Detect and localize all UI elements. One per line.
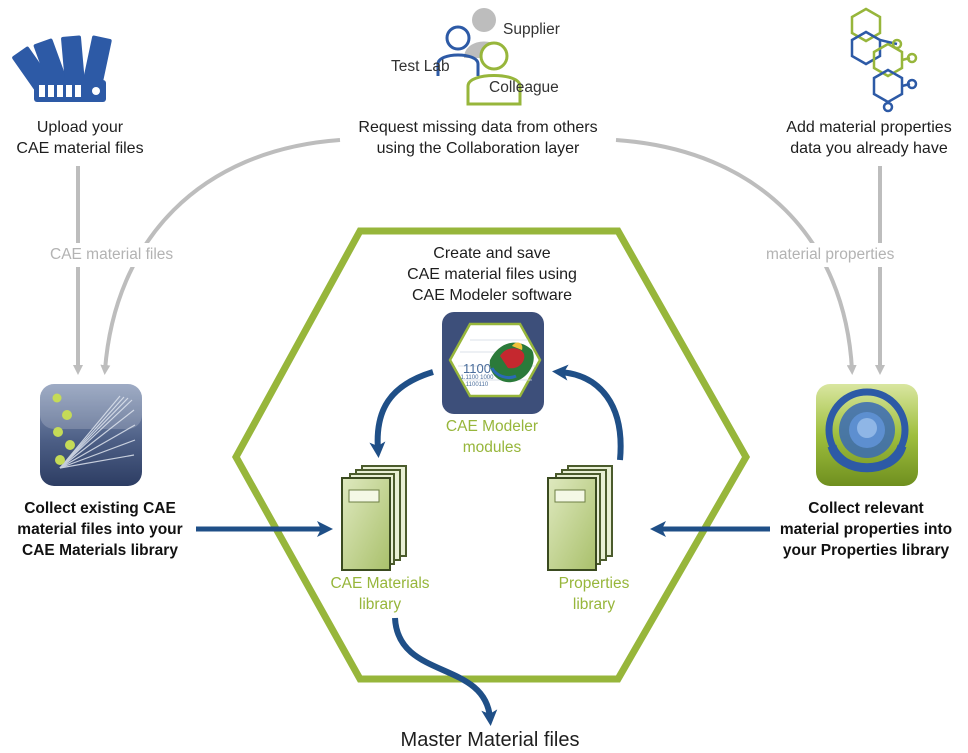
request-label-line-2: using the Collaboration layer [376, 140, 580, 157]
collect-props-line-3: your Properties library [782, 542, 950, 559]
arrow-modeler-to-cae [369, 369, 434, 458]
collect-cae-label: Collect existing CAE material files into… [0, 498, 200, 561]
props-library-line-2: library [572, 596, 616, 613]
test-lab-label: Test Lab [391, 58, 450, 75]
thumb-line-1: 1100 [463, 361, 491, 376]
hexagon-boundary [231, 227, 751, 683]
modeler-label-line-1: CAE Modeler [445, 418, 539, 435]
arrow-props-to-modeler [552, 364, 624, 461]
upload-label-line-2: CAE material files [16, 140, 144, 157]
collect-props-line-1: Collect relevant [808, 500, 924, 517]
properties-app-icon [816, 384, 918, 486]
cae-modeler-thumbnail-icon [442, 312, 544, 414]
collect-cae-line-2: material files into your [17, 521, 183, 538]
add-label-line-2: data you already have [790, 140, 948, 157]
colleague-label: Colleague [489, 79, 559, 96]
cae-material-files-tag: CAE material files [44, 243, 180, 267]
cae-library-line-1: CAE Materials [330, 575, 430, 592]
properties-library-label: Properties library [524, 573, 664, 615]
modeler-thumb-text: 1100 1.1100 1000 1100110 [452, 362, 502, 389]
modeler-modules-label: CAE Modeler modules [412, 416, 572, 458]
properties-library-icon [547, 465, 613, 571]
create-label-line-1: Create and save [433, 245, 551, 262]
cae-library-line-2: library [358, 596, 402, 613]
request-label-line-1: Request missing data from others [358, 119, 598, 136]
thumb-line-3: 1100110 [465, 382, 489, 388]
modeler-label-line-2: modules [462, 439, 522, 456]
arrow-to-master [392, 617, 498, 726]
upload-label: Upload your CAE material files [0, 117, 160, 159]
molecule-icon [850, 7, 918, 113]
cae-materials-library-icon [341, 465, 407, 571]
collect-props-line-2: material properties into [779, 521, 953, 538]
material-properties-tag: material properties [760, 243, 901, 267]
thumb-line-2: 1.1100 1000 [460, 375, 494, 381]
props-library-line-1: Properties [558, 575, 630, 592]
arrow-collab-left [100, 138, 341, 375]
arrow-collab-right [615, 138, 857, 375]
collect-properties-label: Collect relevant material properties int… [764, 498, 968, 561]
supplier-label: Supplier [503, 21, 560, 38]
add-properties-label: Add material properties data you already… [770, 117, 968, 159]
master-material-files-label: Master Material files [400, 729, 580, 751]
create-label-line-3: CAE Modeler software [411, 287, 573, 304]
collect-cae-line-3: CAE Materials library [22, 542, 178, 559]
request-label: Request missing data from others using t… [328, 117, 628, 159]
collect-cae-line-1: Collect existing CAE [24, 500, 176, 517]
create-label-line-2: CAE material files using [407, 266, 577, 283]
material-swatch-icon [12, 35, 112, 102]
cae-materials-app-icon [40, 384, 142, 486]
collaboration-people-icon [436, 8, 522, 106]
cae-library-label: CAE Materials library [310, 573, 450, 615]
create-save-label: Create and save CAE material files using… [368, 243, 616, 306]
add-label-line-1: Add material properties [786, 119, 952, 136]
upload-label-line-1: Upload your [36, 119, 124, 136]
